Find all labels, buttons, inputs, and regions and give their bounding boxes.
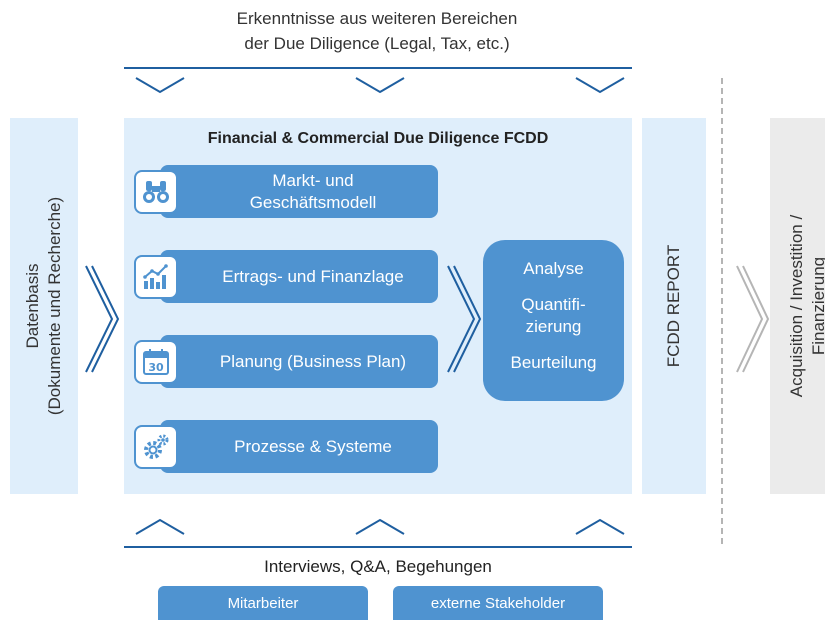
chevron-up-icon [575, 518, 625, 535]
mitarbeiter-box: Mitarbeiter [158, 586, 368, 620]
chevron-down-icon [355, 77, 405, 94]
top-divider [124, 67, 632, 69]
acquisition-panel: Acquisition / Investition / Finanzierung [770, 118, 825, 494]
double-chevron-right-icon [447, 265, 482, 373]
item-planung: Planung (Business Plan) [160, 335, 438, 388]
top-caption-line1: Erkenntnisse aus weiteren Bereichen [236, 9, 518, 28]
fcdd-report-label: FCDD REPORT [664, 244, 683, 368]
bottom-caption: Interviews, Q&A, Begehungen [264, 557, 492, 576]
item-markt-line2: Geschäftsmodell [249, 192, 377, 212]
result-analyse: Analyse [523, 259, 584, 278]
result-quant-line1: Quantifi- [521, 295, 586, 314]
item-planung-label: Planung (Business Plan) [219, 351, 407, 371]
chevron-up-icon [355, 518, 405, 535]
bar-chart-icon [134, 255, 178, 299]
gears-icon [134, 425, 178, 469]
item-ertrags-label: Ertrags- und Finanzlage [222, 266, 404, 286]
top-chevrons [135, 77, 625, 94]
stakeholder-box: externe Stakeholder [393, 586, 603, 620]
acquisition-line1: Acquisition / Investition / [787, 214, 806, 398]
grey-double-chevron-right-icon [736, 265, 770, 373]
calendar-icon: 30 [134, 340, 178, 384]
fcdd-report-panel: FCDD REPORT [642, 118, 706, 494]
top-caption: Erkenntnisse aus weiteren Bereichen der … [140, 6, 614, 56]
stakeholder-label: externe Stakeholder [430, 594, 566, 612]
data-basis-line1: Datenbasis [23, 263, 42, 349]
acquisition-line2: Finanzierung [809, 256, 825, 356]
data-basis-line2: (Dokumente und Recherche) [45, 196, 64, 416]
result-quant-line2: zierung [525, 317, 582, 336]
bottom-divider [124, 546, 632, 548]
calendar-icon-text: 30 [148, 361, 164, 374]
acquisition-label: Acquisition / Investition / Finanzierung [786, 215, 825, 397]
top-caption-line2: der Due Diligence (Legal, Tax, etc.) [244, 34, 510, 53]
chevron-down-icon [575, 77, 625, 94]
item-prozesse-label: Prozesse & Systeme [234, 436, 392, 456]
item-ertrags-finanzlage: Ertrags- und Finanzlage [160, 250, 438, 303]
chevron-up-icon [135, 518, 185, 535]
mitarbeiter-label: Mitarbeiter [227, 594, 299, 612]
fcdd-title: Financial & Commercial Due Diligence FCD… [207, 130, 549, 147]
result-box: Analyse Quantifi- zierung Beurteilung [483, 240, 624, 401]
data-basis-panel: Datenbasis (Dokumente und Recherche) [10, 118, 78, 494]
chevron-down-icon [135, 77, 185, 94]
result-beurteilung: Beurteilung [510, 353, 597, 372]
data-basis-label: Datenbasis (Dokumente und Recherche) [22, 197, 66, 415]
dashed-separator [721, 78, 723, 544]
binoculars-icon [134, 170, 178, 214]
item-markt-geschaeftsmodell: Markt- und Geschäftsmodell [160, 165, 438, 218]
item-prozesse-systeme: Prozesse & Systeme [160, 420, 438, 473]
double-chevron-right-icon [85, 265, 120, 373]
item-markt-line1: Markt- und [272, 170, 354, 190]
bottom-chevrons [135, 518, 625, 535]
